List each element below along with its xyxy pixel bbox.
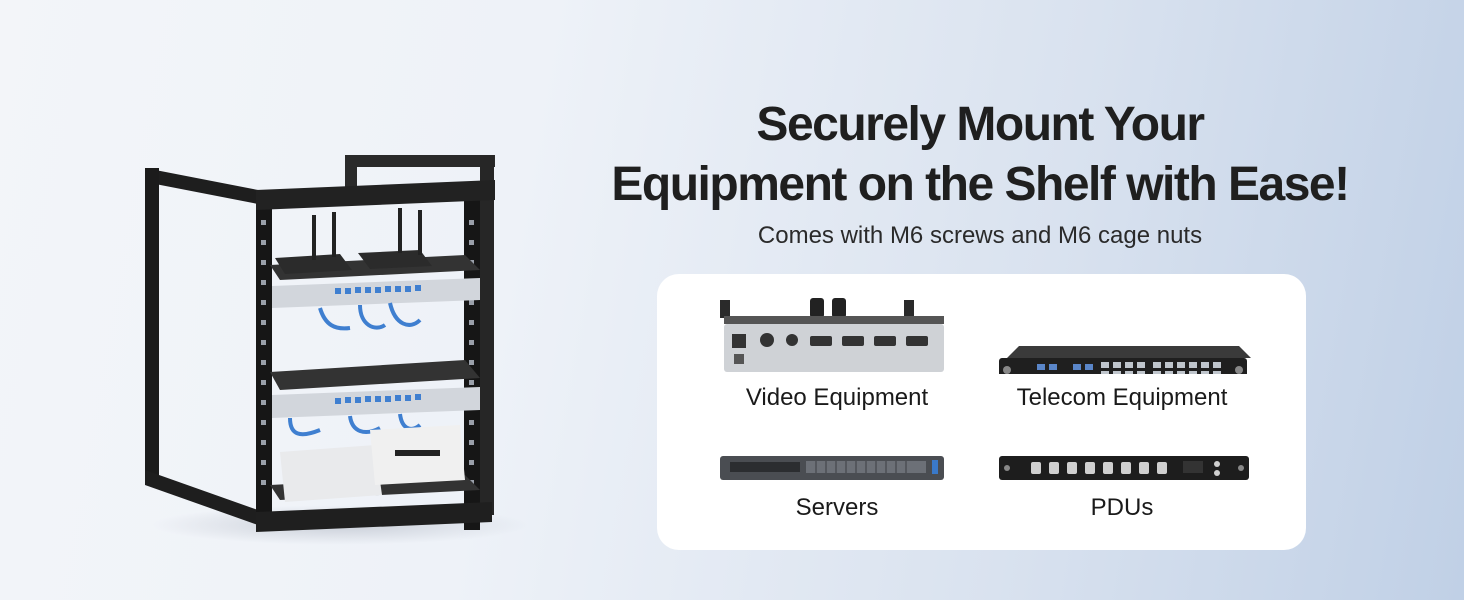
equipment-label: Video Equipment xyxy=(745,384,929,411)
equipment-label: Telecom Equipment xyxy=(1016,384,1228,411)
headline-line-1: Securely Mount Your xyxy=(756,98,1205,151)
headline-line-2: Equipment on the Shelf with Ease! xyxy=(611,158,1350,211)
equipment-item-pdus: PDUs xyxy=(977,450,1267,522)
video-switcher-icon xyxy=(720,298,944,372)
network-switch-icon xyxy=(999,346,1251,382)
equipment-card: Video Equipment xyxy=(657,274,1306,550)
wall-mount-rack-icon xyxy=(145,155,495,532)
rack-illustration xyxy=(120,140,520,540)
subtitle: Comes with M6 screws and M6 cage nuts xyxy=(757,222,1203,249)
equipment-label: PDUs xyxy=(1090,494,1154,521)
equipment-label: Servers xyxy=(795,494,879,521)
equipment-item-video: Video Equipment xyxy=(692,298,982,412)
pdu-icon xyxy=(999,456,1249,480)
equipment-item-servers: Servers xyxy=(692,450,982,522)
equipment-item-telecom: Telecom Equipment xyxy=(977,298,1267,412)
server-icon xyxy=(720,456,944,480)
